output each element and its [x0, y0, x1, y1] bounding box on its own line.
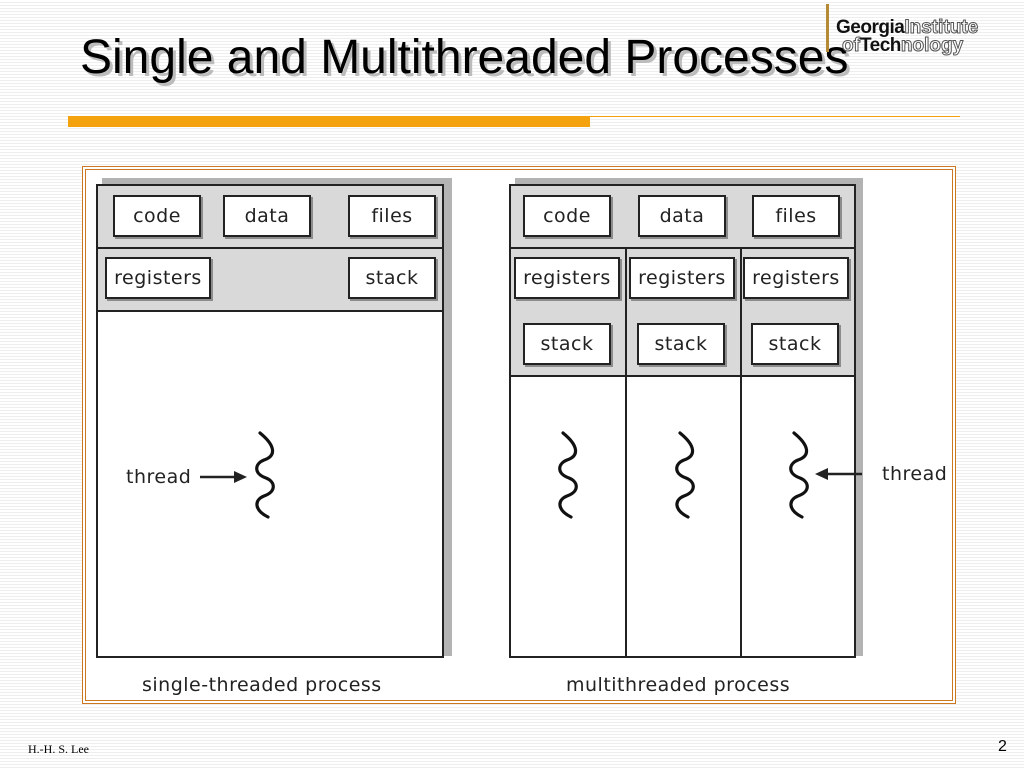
title-thin-rule: [590, 116, 960, 117]
logo-line-2: ofTechnology: [842, 35, 964, 56]
multi-thread-divider-2: [740, 247, 742, 656]
logo-of: of: [842, 35, 861, 56]
single-divider-1: [98, 247, 442, 249]
page-number: 2: [998, 738, 1007, 755]
multi-process-box: [509, 184, 856, 658]
single-data-cell: data: [223, 195, 311, 237]
arrow-left-icon: [815, 468, 862, 480]
logo-georgia: Georgia: [836, 17, 905, 38]
single-stack-cell: stack: [348, 257, 436, 299]
thread-squiggle-icon: [255, 431, 275, 519]
thread-squiggle-icon: [558, 431, 578, 519]
multi-code-cell: code: [523, 195, 611, 237]
single-files-cell: files: [348, 195, 436, 237]
logo-tech: Tech: [859, 35, 901, 56]
single-registers-cell: registers: [105, 257, 211, 299]
multi-divider-2: [511, 375, 854, 377]
thread-squiggle-icon: [675, 431, 695, 519]
logo-line-1: GeorgiaInstitute: [836, 17, 979, 38]
multi-thread-label: thread: [882, 463, 948, 485]
multi-registers-cell-2: registers: [629, 257, 735, 299]
thread-squiggle-icon: [789, 431, 809, 519]
slide-title: Single and Multithreaded Processes: [80, 31, 849, 84]
multi-registers-cell-3: registers: [743, 257, 849, 299]
multi-registers-cell-1: registers: [514, 257, 620, 299]
arrow-right-icon: [200, 471, 247, 483]
logo-nology: nology: [900, 35, 964, 56]
title-accent-rule: [68, 116, 590, 127]
logo-institute: Institute: [904, 17, 979, 38]
single-caption: single-threaded process: [142, 674, 382, 696]
georgia-tech-logo: GeorgiaInstitute ofTechnology: [820, 0, 1020, 58]
logo-bar: [826, 4, 829, 52]
multi-divider-1: [511, 247, 854, 249]
multi-stack-cell-3: stack: [751, 323, 839, 365]
multi-data-cell: data: [638, 195, 726, 237]
multi-stack-cell-1: stack: [523, 323, 611, 365]
single-divider-2: [98, 310, 442, 312]
footer-author: H.-H. S. Lee: [28, 742, 89, 756]
multi-caption: multithreaded process: [566, 674, 791, 696]
multi-stack-cell-2: stack: [637, 323, 725, 365]
single-code-cell: code: [113, 195, 201, 237]
single-thread-label: thread: [126, 466, 192, 488]
multi-thread-divider-1: [625, 247, 627, 656]
single-process-box: [96, 184, 444, 658]
multi-files-cell: files: [752, 195, 840, 237]
